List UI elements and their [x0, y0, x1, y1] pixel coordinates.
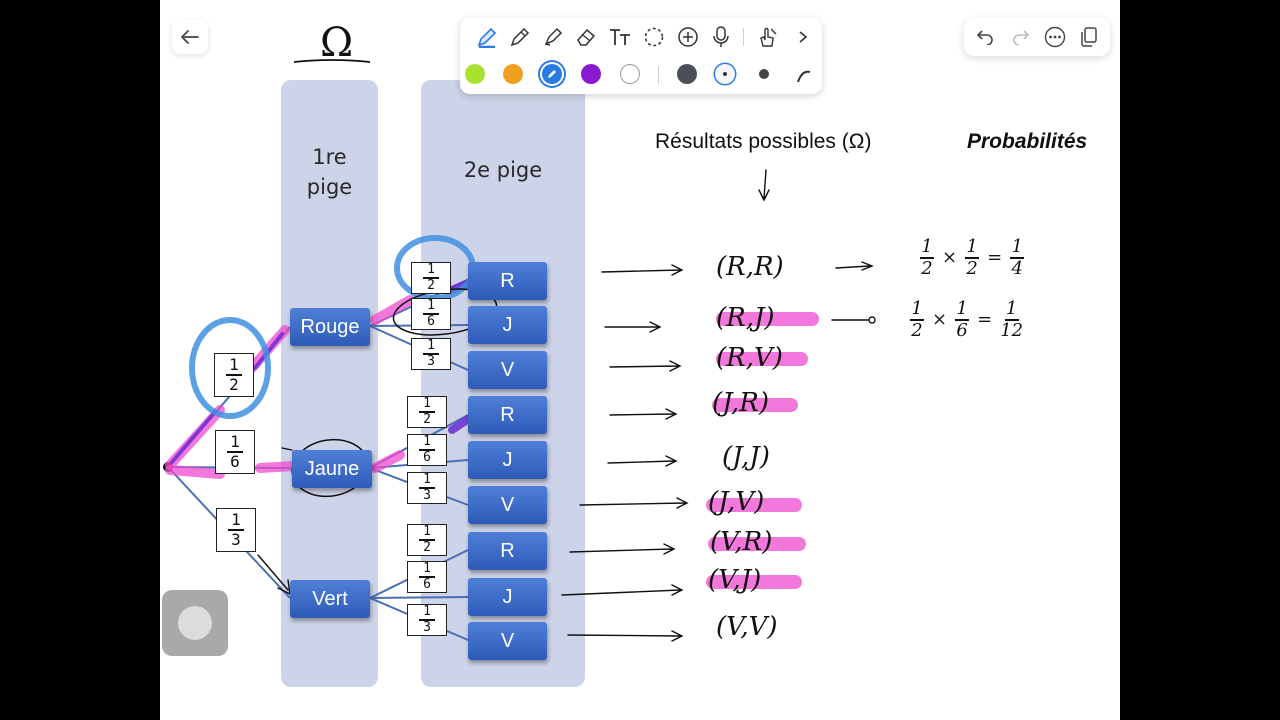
- tree-diagram-lines: [163, 169, 876, 642]
- stroke-style-icon[interactable]: [794, 66, 814, 86]
- outcome-jj: (J,J): [722, 442, 770, 472]
- node-second-v-3: V: [468, 622, 547, 660]
- node-jaune: Jaune: [292, 450, 372, 488]
- stroke-size-small[interactable]: [754, 64, 774, 84]
- outcome-rj: (R,J): [716, 303, 775, 333]
- node-vert: Vert: [290, 580, 370, 618]
- omega-underline: [293, 59, 371, 63]
- outcome-jr: (J,R): [712, 388, 770, 418]
- outcome-rv: (R,V): [716, 343, 783, 373]
- eraser-icon[interactable]: [573, 24, 599, 50]
- text-tool-icon[interactable]: [607, 24, 633, 50]
- node-second-v-2: V: [468, 486, 547, 524]
- node-second-r-1: R: [468, 262, 547, 300]
- outcome-vr: (V,R): [710, 527, 773, 557]
- selected-pen-icon: [548, 70, 556, 78]
- color-swatch-purple[interactable]: [581, 64, 601, 84]
- outcome-rr: (R,R): [716, 252, 784, 282]
- more-icon[interactable]: [1042, 24, 1068, 50]
- drawing-toolbar: [460, 18, 822, 94]
- outcome-strike-vj: [706, 575, 802, 589]
- stroke-size-medium-dot: [723, 72, 727, 76]
- stroke-size-large[interactable]: [677, 64, 697, 84]
- add-icon[interactable]: [675, 24, 701, 50]
- outcome-vj: (V,J): [708, 565, 762, 595]
- node-second-r-3: R: [468, 532, 547, 570]
- color-swatch-blue[interactable]: [542, 64, 562, 84]
- outcome-strike-jr: [712, 398, 798, 412]
- outcome-strike-rv: [716, 352, 808, 366]
- node-rouge: Rouge: [290, 308, 370, 346]
- pencil-icon[interactable]: [507, 24, 533, 50]
- assistive-touch-dot: [178, 606, 212, 640]
- outcome-strike-jv: [706, 498, 802, 512]
- lasso-icon[interactable]: [641, 24, 667, 50]
- toolbar-divider-2: [658, 66, 659, 84]
- stroke-size-small-dot: [759, 69, 769, 79]
- node-second-r-2: R: [468, 396, 547, 434]
- highlighter-icon[interactable]: [540, 24, 566, 50]
- outcomes-header: Résultats possibles (Ω): [655, 130, 872, 153]
- back-arrow-icon: [181, 30, 199, 44]
- undo-icon[interactable]: [972, 24, 998, 50]
- second-draw-heading: 2e pige: [463, 158, 543, 182]
- color-swatch-green[interactable]: [465, 64, 485, 84]
- assistive-touch-button[interactable]: [162, 590, 228, 656]
- color-swatch-orange[interactable]: [503, 64, 523, 84]
- outcome-jv: (J,V): [708, 487, 765, 517]
- pages-icon[interactable]: [1076, 24, 1102, 50]
- color-swatch-white[interactable]: [620, 64, 640, 84]
- node-second-j-1: J: [468, 306, 547, 344]
- node-second-j-2: J: [468, 441, 547, 479]
- back-button[interactable]: [172, 20, 208, 54]
- toolbar-divider: [743, 28, 744, 46]
- omega-sketch: Ω: [320, 20, 354, 66]
- chevron-right-icon[interactable]: [790, 24, 816, 50]
- stroke-size-medium[interactable]: [715, 64, 735, 84]
- outcome-strike-rj: [716, 312, 819, 326]
- node-second-v-1: V: [468, 351, 547, 389]
- outcome-vv: (V,V): [716, 612, 778, 642]
- outcome-strike-vr: [708, 537, 806, 551]
- whiteboard-canvas[interactable]: Ω 1re pige 2e pige Résultats possibles (…: [160, 0, 1120, 720]
- top-right-controls: [964, 18, 1110, 56]
- probabilities-header: Probabilités: [967, 130, 1088, 153]
- first-draw-heading: 1re pige: [306, 145, 353, 199]
- node-second-j-3: J: [468, 578, 547, 616]
- touch-draw-icon[interactable]: [754, 24, 780, 50]
- redo-icon[interactable]: [1008, 24, 1034, 50]
- pen-icon[interactable]: [474, 24, 500, 50]
- mic-icon[interactable]: [708, 24, 734, 50]
